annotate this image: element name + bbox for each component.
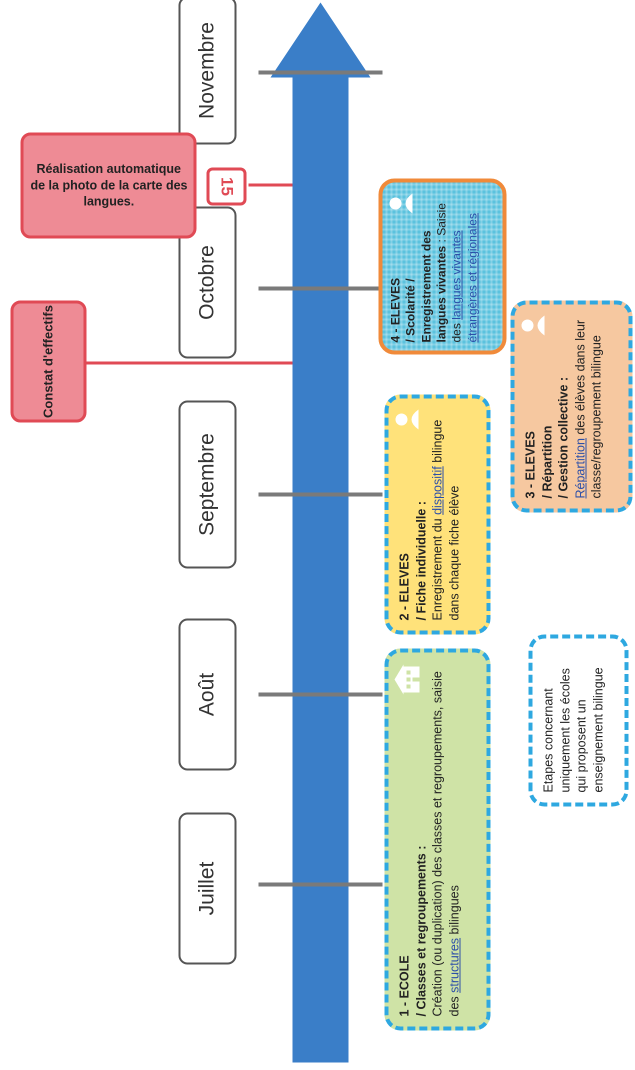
- month-aout: Août: [178, 618, 236, 770]
- month-juillet: Juillet: [178, 812, 236, 964]
- card-ecole-text: Création (ou duplication) des classes et…: [430, 670, 461, 1016]
- card-eleves-repartition-title: 3 - ELEVES: [523, 430, 537, 498]
- card-ecole-title: 1 - ECOLE: [397, 954, 411, 1016]
- card-eleves-repartition-text: Répartition des élèves dans leur classe/…: [572, 319, 604, 498]
- constat-connector: [86, 361, 292, 364]
- month-novembre: Novembre: [178, 0, 236, 144]
- tick-juillet: [258, 882, 382, 886]
- realisation-box: Réalisation automatique de la photo de l…: [20, 132, 196, 238]
- tick-novembre: [258, 70, 382, 74]
- card-eleves-langues: 4 - ELEVES / Scolarité / Enregistrement …: [378, 178, 506, 354]
- person-icon: [520, 314, 544, 336]
- realisation-text: Réalisation automatique de la photo de l…: [29, 161, 187, 209]
- date-badge: 15: [206, 167, 246, 205]
- link-structures[interactable]: structures: [446, 937, 461, 993]
- tick-aout: [258, 692, 382, 696]
- school-icon: [394, 664, 420, 694]
- badge-connector: [248, 183, 292, 186]
- link-repartition[interactable]: Répartition: [572, 437, 587, 498]
- card-eleves-repartition: 3 - ELEVES / Répartition / Gestion colle…: [510, 300, 632, 512]
- card-eleves-repartition-subtitle2: / Gestion collective :: [556, 376, 570, 498]
- card-ecole: 1 - ECOLE / Classes et regroupements : C…: [384, 648, 490, 1030]
- card-eleves-fiche: 2 - ELEVES / Fiche individuelle : Enregi…: [384, 394, 490, 634]
- constat-effectifs-box: Constat d'effectifs: [10, 300, 86, 422]
- tick-septembre: [258, 492, 382, 496]
- card-ecole-subtitle: / Classes et regroupements :: [413, 845, 428, 1016]
- card-eleves-fiche-text: Enregistrement du dispositif bilingue da…: [430, 419, 461, 620]
- legend-bilingue: Etapes concernant uniquement les écoles …: [528, 634, 628, 806]
- tick-octobre: [258, 286, 382, 290]
- person-icon: [388, 192, 412, 214]
- link-dispositif[interactable]: dispositif: [430, 465, 444, 515]
- card-eleves-fiche-subtitle: / Fiche individuelle :: [413, 500, 428, 620]
- card-eleves-repartition-subtitle: / Répartition: [539, 425, 554, 498]
- card-eleves-fiche-title: 2 - ELEVES: [397, 552, 411, 620]
- card-eleves-langues-text: Enregistrement des langues vivantes : Sa…: [418, 202, 479, 342]
- person-icon: [394, 408, 418, 430]
- month-septembre: Septembre: [178, 400, 236, 568]
